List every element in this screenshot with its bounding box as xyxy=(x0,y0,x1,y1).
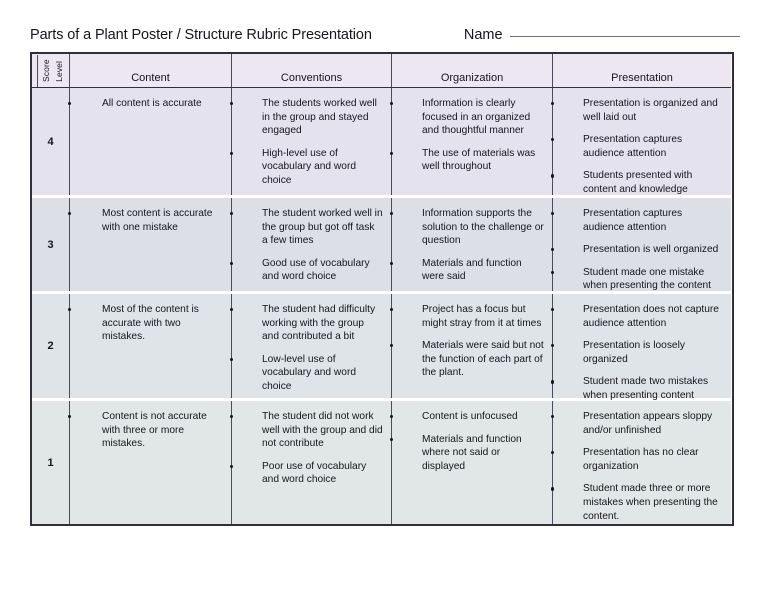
header-label-level: Level xyxy=(54,60,64,82)
header-label-score: Score xyxy=(37,55,51,87)
criteria-list: The students worked well in the group an… xyxy=(229,88,391,195)
name-label: Name xyxy=(463,27,503,43)
score-value: 2 xyxy=(47,340,54,352)
criteria-cell-presentation: Presentation appears sloppy and/or unfin… xyxy=(550,401,731,524)
criteria-item: Materials and function where not said or… xyxy=(389,433,544,474)
criteria-item: Content is unfocused xyxy=(389,410,544,424)
criteria-item: Content is not accurate with three or mo… xyxy=(67,410,223,451)
criteria-item: Presentation has no clear organization xyxy=(550,446,723,473)
criteria-item: Information is clearly focused in an org… xyxy=(389,97,544,138)
criteria-list: Information is clearly focused in an org… xyxy=(389,88,552,195)
header-cell-presentation: Presentation xyxy=(553,54,731,88)
criteria-item: The student did not work well with the g… xyxy=(229,410,383,451)
header-cell-organization: Organization xyxy=(392,54,553,88)
table-row: 3 Most content is accurate with one mist… xyxy=(32,195,732,291)
criteria-cell-conventions: The student did not work well with the g… xyxy=(229,401,392,524)
score-cell: 4 xyxy=(32,88,70,195)
criteria-cell-conventions: The student had difficulty working with … xyxy=(229,294,392,398)
header-cell-conventions: Conventions xyxy=(232,54,392,88)
score-value: 4 xyxy=(47,135,54,148)
criteria-list: Presentation captures audience attention… xyxy=(550,198,731,293)
criteria-item: Materials and function were said xyxy=(389,257,544,284)
criteria-item: Presentation is well organized xyxy=(550,243,723,257)
header-label-organization: Organization xyxy=(440,72,504,84)
criteria-item: Presentation does not capture audience a… xyxy=(550,303,723,330)
criteria-cell-conventions: The student worked well in the group but… xyxy=(229,198,392,291)
table-header-row: Score Level Content Conventions Organiza… xyxy=(32,54,732,88)
criteria-item: Presentation is loosely organized xyxy=(550,339,723,366)
criteria-item: Presentation captures audience attention xyxy=(550,207,723,234)
score-value: 3 xyxy=(47,238,54,251)
header-cell-content: Content xyxy=(70,54,232,88)
criteria-list: All content is accurate xyxy=(67,88,231,195)
criteria-item: Most of the content is accurate with two… xyxy=(67,303,223,344)
page-title: Parts of a Plant Poster / Structure Rubr… xyxy=(30,27,372,43)
criteria-item: Presentation captures audience attention xyxy=(550,133,723,160)
criteria-item: Information supports the solution to the… xyxy=(389,207,544,248)
criteria-list: Information supports the solution to the… xyxy=(389,198,552,291)
score-value: 1 xyxy=(47,456,54,469)
criteria-cell-content: Most content is accurate with one mistak… xyxy=(67,198,232,291)
criteria-list: The student worked well in the group but… xyxy=(229,198,391,291)
criteria-item: The use of materials was well throughout xyxy=(389,147,544,174)
criteria-item: Presentation is organized and well laid … xyxy=(550,97,723,124)
criteria-item: Presentation appears sloppy and/or unfin… xyxy=(550,410,723,437)
criteria-item: Poor use of vocabulary and word choice xyxy=(229,460,383,487)
criteria-item: Student made two mistakes when presentin… xyxy=(550,375,723,402)
criteria-item: Good use of vocabulary and word choice xyxy=(229,257,383,284)
table-row: 1 Content is not accurate with three or … xyxy=(32,398,732,524)
criteria-item: Student made three or more mistakes when… xyxy=(550,482,723,523)
criteria-item: Students presented with content and know… xyxy=(550,169,723,196)
rubric-table: Score Level Content Conventions Organiza… xyxy=(30,52,734,526)
score-cell: 2 xyxy=(32,294,70,398)
criteria-item: All content is accurate xyxy=(67,97,223,111)
criteria-list: The student had difficulty working with … xyxy=(229,294,391,398)
criteria-item: Materials were said but not the function… xyxy=(389,339,544,380)
criteria-list: Presentation is organized and well laid … xyxy=(550,88,731,196)
criteria-list: Presentation does not capture audience a… xyxy=(550,294,731,401)
criteria-cell-conventions: The students worked well in the group an… xyxy=(229,88,392,195)
criteria-item: Student made one mistake when presenting… xyxy=(550,266,723,293)
criteria-cell-content: Content is not accurate with three or mo… xyxy=(67,401,232,524)
criteria-list: Most content is accurate with one mistak… xyxy=(67,198,231,291)
criteria-cell-content: All content is accurate xyxy=(67,88,232,195)
name-field-group: Name xyxy=(464,26,742,44)
criteria-list: The student did not work well with the g… xyxy=(229,401,391,524)
criteria-item: The student worked well in the group but… xyxy=(229,207,383,248)
criteria-cell-presentation: Presentation does not capture audience a… xyxy=(550,294,731,401)
header-label-conventions: Conventions xyxy=(280,72,343,84)
criteria-item: High-level use of vocabulary and word ch… xyxy=(229,147,383,188)
header-label-content: Content xyxy=(131,72,170,84)
header-label-presentation: Presentation xyxy=(611,72,673,84)
criteria-list: Most of the content is accurate with two… xyxy=(67,294,231,398)
score-cell: 1 xyxy=(32,401,70,524)
criteria-cell-presentation: Presentation captures audience attention… xyxy=(550,198,731,293)
criteria-cell-presentation: Presentation is organized and well laid … xyxy=(550,88,731,196)
table-row: 4 All content is accurate The students w… xyxy=(32,88,732,195)
criteria-item: The students worked well in the group an… xyxy=(229,97,383,138)
criteria-list: Content is not accurate with three or mo… xyxy=(67,401,231,524)
criteria-cell-organization: Information is clearly focused in an org… xyxy=(389,88,553,195)
criteria-cell-organization: Information supports the solution to the… xyxy=(389,198,553,291)
criteria-item: Most content is accurate with one mistak… xyxy=(67,207,223,234)
criteria-item: The student had difficulty working with … xyxy=(229,303,383,344)
table-row: 2 Most of the content is accurate with t… xyxy=(32,291,732,401)
name-write-in-line[interactable] xyxy=(509,36,740,37)
criteria-list: Project has a focus but might stray from… xyxy=(389,294,552,398)
criteria-item: Project has a focus but might stray from… xyxy=(389,303,544,330)
document-header: Parts of a Plant Poster / Structure Rubr… xyxy=(30,16,742,44)
criteria-item: Low-level use of vocabulary and word cho… xyxy=(229,353,383,394)
criteria-cell-organization: Project has a focus but might stray from… xyxy=(389,294,553,398)
criteria-list: Presentation appears sloppy and/or unfin… xyxy=(550,401,731,524)
score-cell: 3 xyxy=(32,198,70,291)
header-cell-score-level: Score Level xyxy=(32,54,70,88)
criteria-cell-content: Most of the content is accurate with two… xyxy=(67,294,232,398)
